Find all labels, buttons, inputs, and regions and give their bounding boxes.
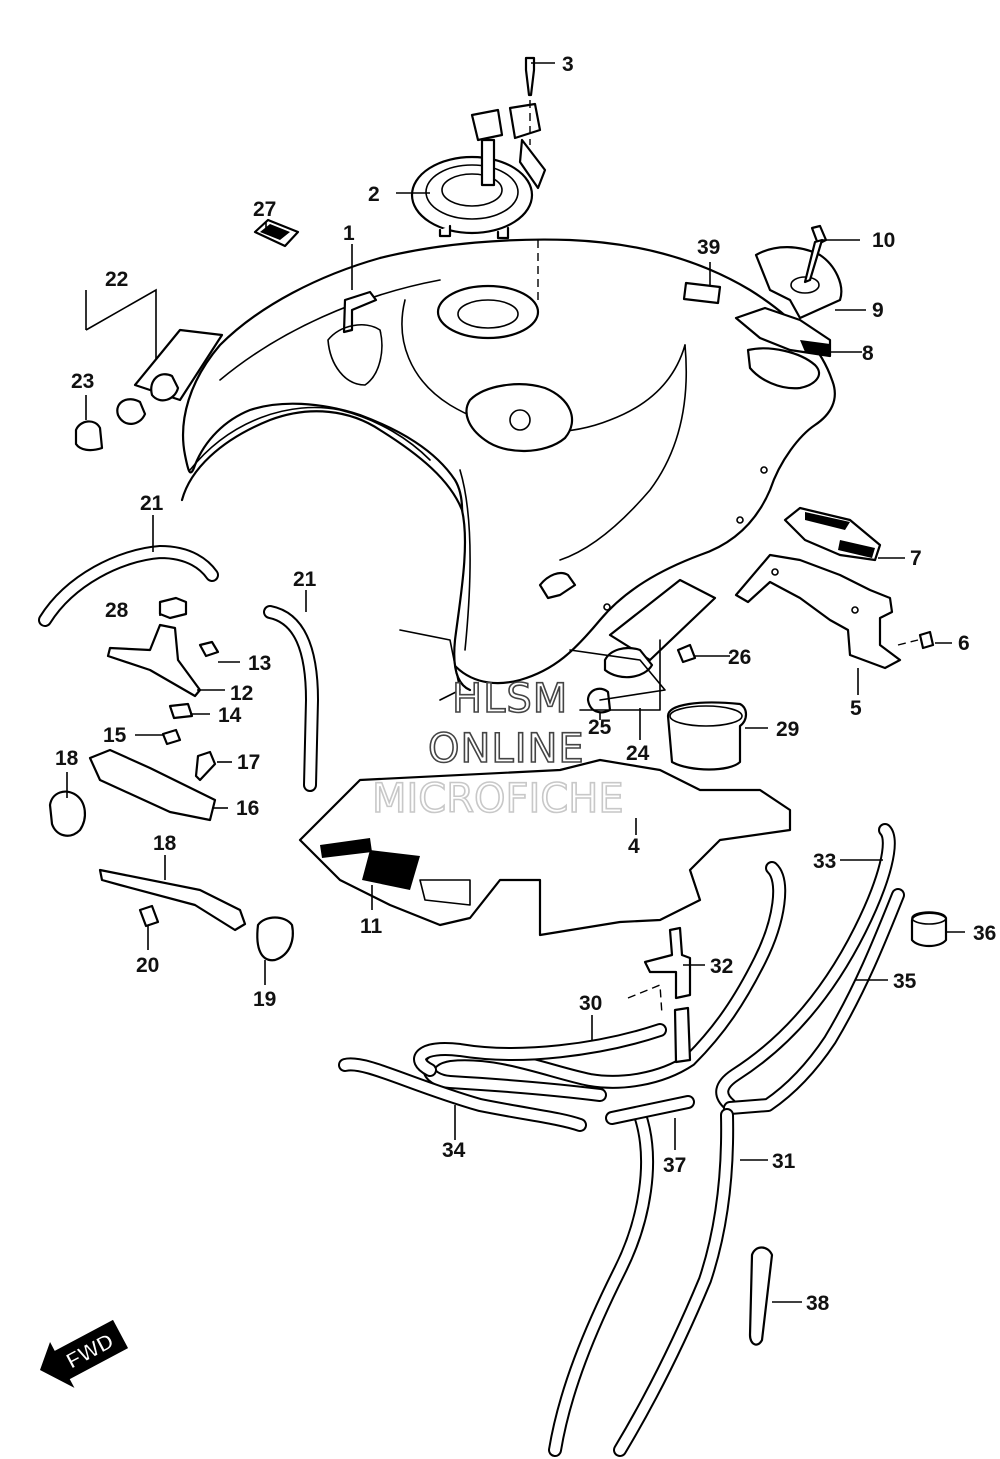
callout-21-center: 21	[293, 568, 317, 591]
callout-33: 33	[813, 850, 836, 873]
callout-38: 38	[806, 1292, 830, 1315]
callout-36: 36	[973, 922, 996, 945]
tank-cap-plate-parts	[682, 224, 843, 358]
callout-23: 23	[71, 370, 94, 393]
callout-3: 3	[562, 53, 574, 76]
watermark-line-3: MICROFICHE	[372, 776, 624, 822]
callout-1: 1	[343, 222, 355, 245]
callout-18-center: 18	[153, 832, 177, 855]
callout-5: 5	[850, 697, 862, 720]
watermark-line-2: ONLINE	[428, 726, 585, 772]
callout-24: 24	[626, 742, 650, 765]
callout-8: 8	[862, 342, 874, 365]
callout-16: 16	[236, 797, 259, 820]
callout-25: 25	[588, 716, 612, 739]
watermark: HLSM ONLINE MICROFICHE	[371, 675, 624, 823]
callout-28: 28	[105, 599, 129, 622]
callout-13: 13	[248, 652, 271, 675]
callout-22: 22	[105, 268, 128, 291]
callout-17: 17	[237, 751, 260, 774]
bracket-parts-right	[734, 506, 935, 670]
callout-26: 26	[728, 646, 751, 669]
fuel-tank	[180, 238, 836, 692]
watermark-line-1: HLSM	[452, 676, 568, 722]
callout-12: 12	[230, 682, 253, 705]
callout-19: 19	[253, 988, 276, 1011]
callout-37: 37	[663, 1154, 686, 1177]
callout-29: 29	[776, 718, 799, 741]
callout-39: 39	[697, 236, 720, 259]
callout-15: 15	[103, 724, 127, 747]
callout-9: 9	[872, 299, 884, 322]
callout-11: 11	[360, 915, 383, 938]
callout-2: 2	[368, 183, 380, 206]
callout-7: 7	[910, 547, 922, 570]
fwd-direction-badge: FWD	[40, 1319, 129, 1388]
callout-14: 14	[218, 704, 242, 727]
callout-6: 6	[958, 632, 970, 655]
leader-lines	[66, 62, 965, 1303]
hose-21	[38, 545, 319, 792]
callout-34: 34	[442, 1139, 466, 1162]
lower-hoses	[338, 823, 948, 1457]
callout-35: 35	[893, 970, 917, 993]
callout-32: 32	[710, 955, 733, 978]
callout-labels: 3 2 1 27 22 23 39 10 9 8 7 6 5 26 25 24 …	[55, 53, 996, 1315]
callout-18-left: 18	[55, 747, 79, 770]
callout-31: 31	[772, 1150, 796, 1173]
callout-10: 10	[872, 229, 895, 252]
callout-27: 27	[253, 198, 276, 221]
fuel-cap-assembly	[410, 56, 547, 305]
callout-20: 20	[136, 954, 159, 977]
callout-30: 30	[579, 992, 602, 1015]
tank-insulator-sheet	[298, 629, 792, 937]
callout-4: 4	[628, 835, 640, 858]
callout-21-left: 21	[140, 492, 164, 515]
